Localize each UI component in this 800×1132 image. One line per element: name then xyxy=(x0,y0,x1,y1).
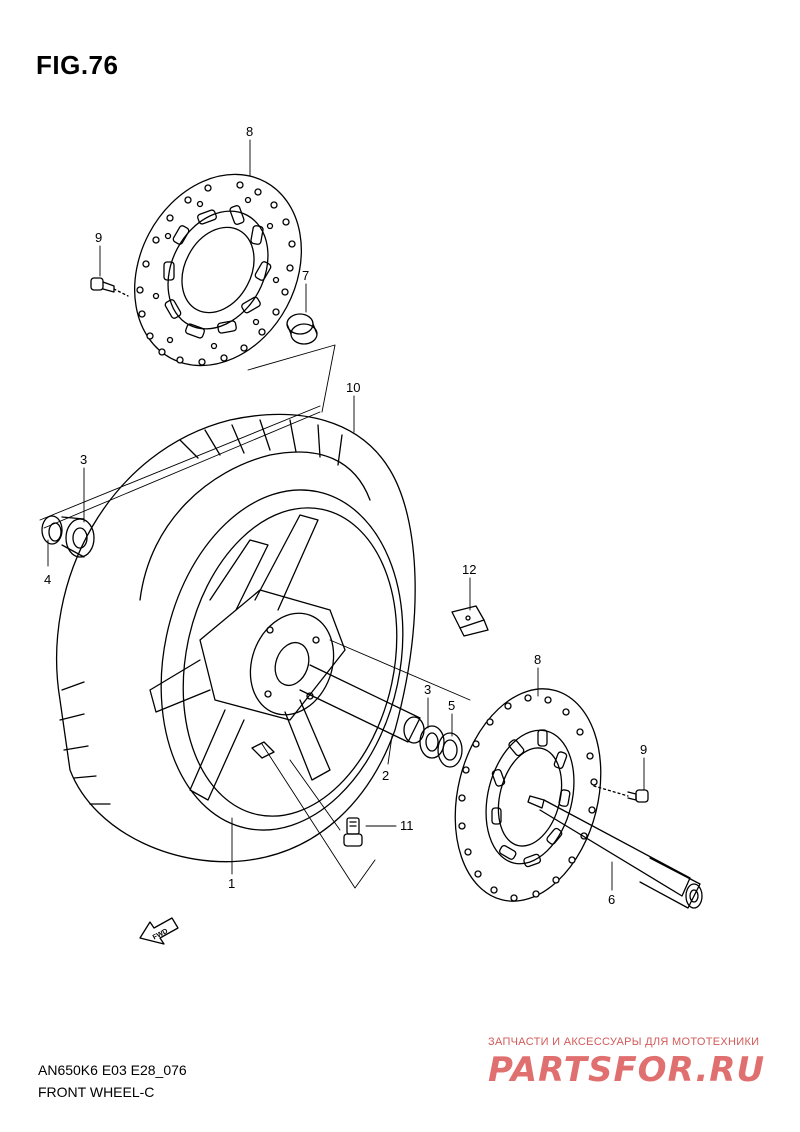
callout-12: 12 xyxy=(462,562,476,577)
callout-11: 11 xyxy=(400,818,414,833)
bearing-and-seal-left xyxy=(41,515,95,558)
callout-3-right: 3 xyxy=(424,682,431,697)
section-name: FRONT WHEEL-C xyxy=(38,1084,155,1100)
callout-3-left: 3 xyxy=(80,452,87,467)
figure-title: FIG.76 xyxy=(36,50,119,80)
callout-6: 6 xyxy=(608,892,615,907)
callout-8-lower: 8 xyxy=(534,652,541,667)
spacer-collar xyxy=(286,313,318,345)
front-wheel-assembly xyxy=(56,413,416,863)
callout-8-upper: 8 xyxy=(246,124,253,139)
callout-9-lower: 9 xyxy=(640,742,647,757)
callout-2: 2 xyxy=(382,768,389,783)
brake-disc-lower xyxy=(454,688,602,902)
fwd-arrow-icon: FWD xyxy=(139,917,179,945)
disc-bolt-upper xyxy=(90,277,129,297)
callout-5: 5 xyxy=(448,698,455,713)
callout-10: 10 xyxy=(346,380,360,395)
callout-4: 4 xyxy=(44,572,51,587)
watermark-logo: PARTSFOR.RU xyxy=(488,1050,766,1090)
tire-valve xyxy=(343,817,363,847)
bearing-and-seal-right xyxy=(419,725,463,768)
front-axle xyxy=(527,795,703,909)
model-code: AN650K6 E03 E28_076 xyxy=(38,1062,187,1078)
cable-clip xyxy=(451,605,489,637)
axle-spacer xyxy=(299,639,471,744)
callout-1: 1 xyxy=(228,876,235,891)
watermark-caption: ЗАПЧАСТИ И АКСЕССУАРЫ ДЛЯ МОТОТЕХНИКИ xyxy=(488,1036,760,1048)
callout-9-upper: 9 xyxy=(95,230,102,245)
brake-disc-upper xyxy=(134,173,302,367)
callout-7: 7 xyxy=(302,268,309,283)
disc-bolt-lower xyxy=(593,785,649,803)
